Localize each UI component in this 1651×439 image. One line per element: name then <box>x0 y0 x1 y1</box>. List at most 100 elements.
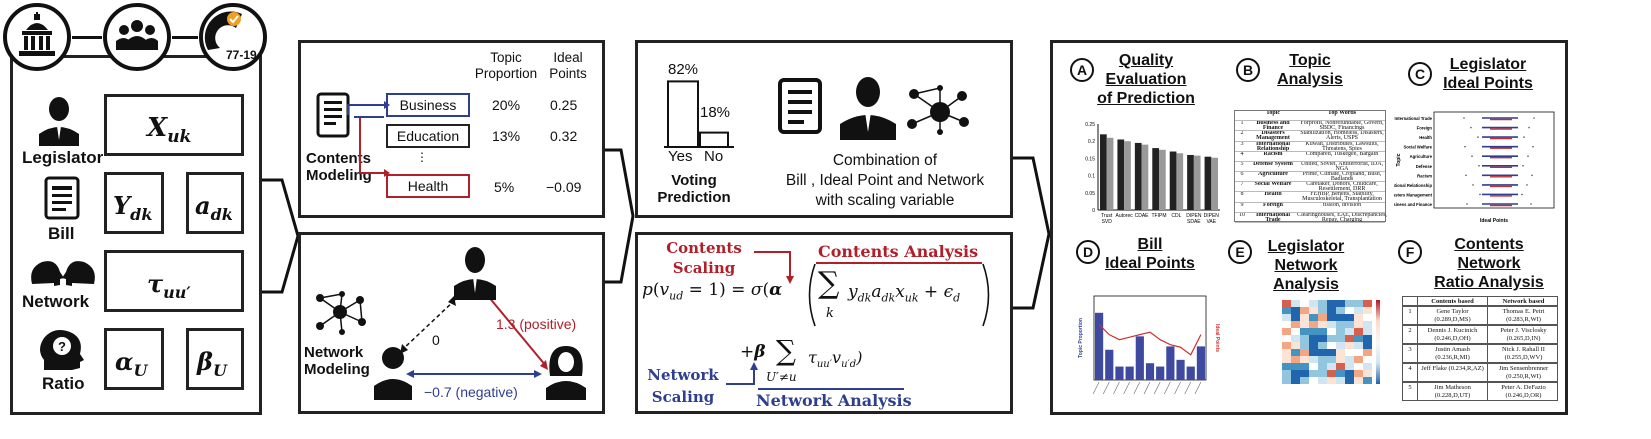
x-tick-mark <box>1143 381 1151 395</box>
result-e-title2: Network <box>1274 257 1338 274</box>
ratio-table-cell: Justin Amash (0.236,R,MI) <box>1417 345 1487 362</box>
x-tick-label: VAE <box>1206 219 1216 225</box>
heatmap-cell <box>1345 328 1354 335</box>
heatmap-cell <box>1282 342 1291 349</box>
heatmap-cell <box>1327 321 1336 328</box>
x-tick-label: Trust <box>1101 213 1113 219</box>
combo-line1: Combination of <box>832 152 938 169</box>
topic-health-ideal: −0.09 <box>546 179 582 195</box>
ratio-table-cell: 1 <box>1408 308 1412 315</box>
ratio-table-cell: Contents based <box>1417 297 1487 305</box>
y-dk-box: Ydk <box>104 172 164 234</box>
topic-health-proportion: 5% <box>494 179 515 195</box>
x-tick-mark <box>1184 381 1191 395</box>
topic-table-cell: 1 <box>1240 121 1244 127</box>
bill-label: Bill <box>48 224 75 243</box>
heatmap-cell <box>1336 314 1345 321</box>
topic-table-cell: FEHBP, Beneits, Stability, Musculoskelet… <box>1302 192 1382 202</box>
heatmap-cell <box>1345 300 1354 307</box>
heatmap-cell <box>1363 300 1372 307</box>
heatmap-cell <box>1345 321 1354 328</box>
ideal-points-header: Ideal Points <box>549 50 587 81</box>
bar <box>1196 346 1205 380</box>
heatmap-cell <box>1291 342 1300 349</box>
heatmap-cell <box>1345 370 1354 377</box>
x-tick-mark <box>1113 381 1120 395</box>
a-dk-var: adk <box>195 191 233 224</box>
no-bar <box>699 131 729 148</box>
heatmap-cell <box>1291 335 1300 342</box>
result-b-title2: Analysis <box>1277 71 1343 88</box>
topic-health-box: Health <box>386 174 470 198</box>
heatmap-cell <box>1300 300 1309 307</box>
topic-table-cell: 8 <box>1240 192 1244 198</box>
topic-table-cell: Kuwait, Distributes, Lawsuits, Threatens… <box>1305 141 1379 151</box>
x-tick-label: SVD <box>1102 219 1113 225</box>
circle-letter-e-icon: E <box>1228 240 1252 264</box>
combo-line2: Bill , Ideal Point and Network <box>785 172 985 189</box>
heatmap-cell <box>1336 321 1345 328</box>
topic-tick-label: International Relationship <box>1394 183 1432 188</box>
network-triangle <box>400 295 548 378</box>
heatmap-cell <box>1354 363 1363 370</box>
heatmap-cell <box>1345 314 1354 321</box>
connector-line <box>172 36 198 39</box>
network-graph-icon <box>312 290 368 336</box>
heatmap-cell <box>1327 356 1336 363</box>
heatmap-cell <box>1282 335 1291 342</box>
heatmap-cell <box>1300 307 1309 314</box>
topic-table-cell: Caretaker, Donors, Childcare, Resettleme… <box>1306 182 1378 192</box>
topic-table-cell: Social Welfare <box>1254 182 1292 188</box>
contents-analysis-label: Contents Analysis <box>818 242 979 261</box>
outlier-point <box>1532 145 1534 148</box>
bar <box>1156 366 1165 380</box>
topic-education-proportion: 13% <box>492 128 521 144</box>
heatmap-cell <box>1354 321 1363 328</box>
topic-tick-label: Defense <box>1416 164 1433 169</box>
heatmap-cell <box>1282 314 1291 321</box>
ratio-table-cell: Network based <box>1487 297 1559 305</box>
heatmap-cell <box>1300 349 1309 356</box>
result-f-title1: Contents <box>1454 236 1524 253</box>
x-tick-label: CDAE <box>1135 213 1150 219</box>
y-tick-label: 0.1 <box>1088 174 1095 180</box>
topic-table-cell: fission, division <box>1322 202 1362 208</box>
heatmap-cell <box>1282 328 1291 335</box>
heatmap-cell <box>1300 356 1309 363</box>
heatmap-cell <box>1282 356 1291 363</box>
contents-scaling-arrow <box>754 251 794 284</box>
formula-sum-symbol: ∑ <box>818 266 840 301</box>
x-tick-mark <box>1164 381 1171 395</box>
heatmap-cell <box>1282 377 1291 384</box>
bar <box>1211 157 1218 210</box>
capitol-icon <box>2 2 72 72</box>
topic-table-cell: 7 <box>1240 182 1244 188</box>
topic-table-row: 7 Social Welfare Caretaker, Donors, Childc… <box>1235 182 1385 193</box>
network-label: Network <box>22 292 90 311</box>
outlier-point <box>1531 174 1533 177</box>
heatmap-cell <box>1309 300 1318 307</box>
outlier-point <box>1464 145 1466 148</box>
heatmap-cell <box>1318 314 1327 321</box>
legislator-right-icon <box>544 344 588 400</box>
topic-table-cell: 3 <box>1240 141 1244 147</box>
yes-bar <box>667 80 699 148</box>
heatmap-cell <box>1282 300 1291 307</box>
bar <box>1193 155 1201 210</box>
heatmap-cell <box>1363 335 1372 342</box>
heatmap-cell <box>1318 300 1327 307</box>
heatmap-cell <box>1354 300 1363 307</box>
topic-table-cell: 2 <box>1240 131 1244 137</box>
contents-analysis-underline <box>816 262 982 264</box>
heatmap-cell <box>1318 377 1327 384</box>
flow-bracket-right <box>1013 156 1051 310</box>
heatmap-cell <box>1300 377 1309 384</box>
outlier-point <box>1463 117 1465 119</box>
heatmap-cell <box>1291 363 1300 370</box>
topic-tick-label: International Trade <box>1395 116 1433 121</box>
circle-letter-b-icon: B <box>1236 58 1260 82</box>
